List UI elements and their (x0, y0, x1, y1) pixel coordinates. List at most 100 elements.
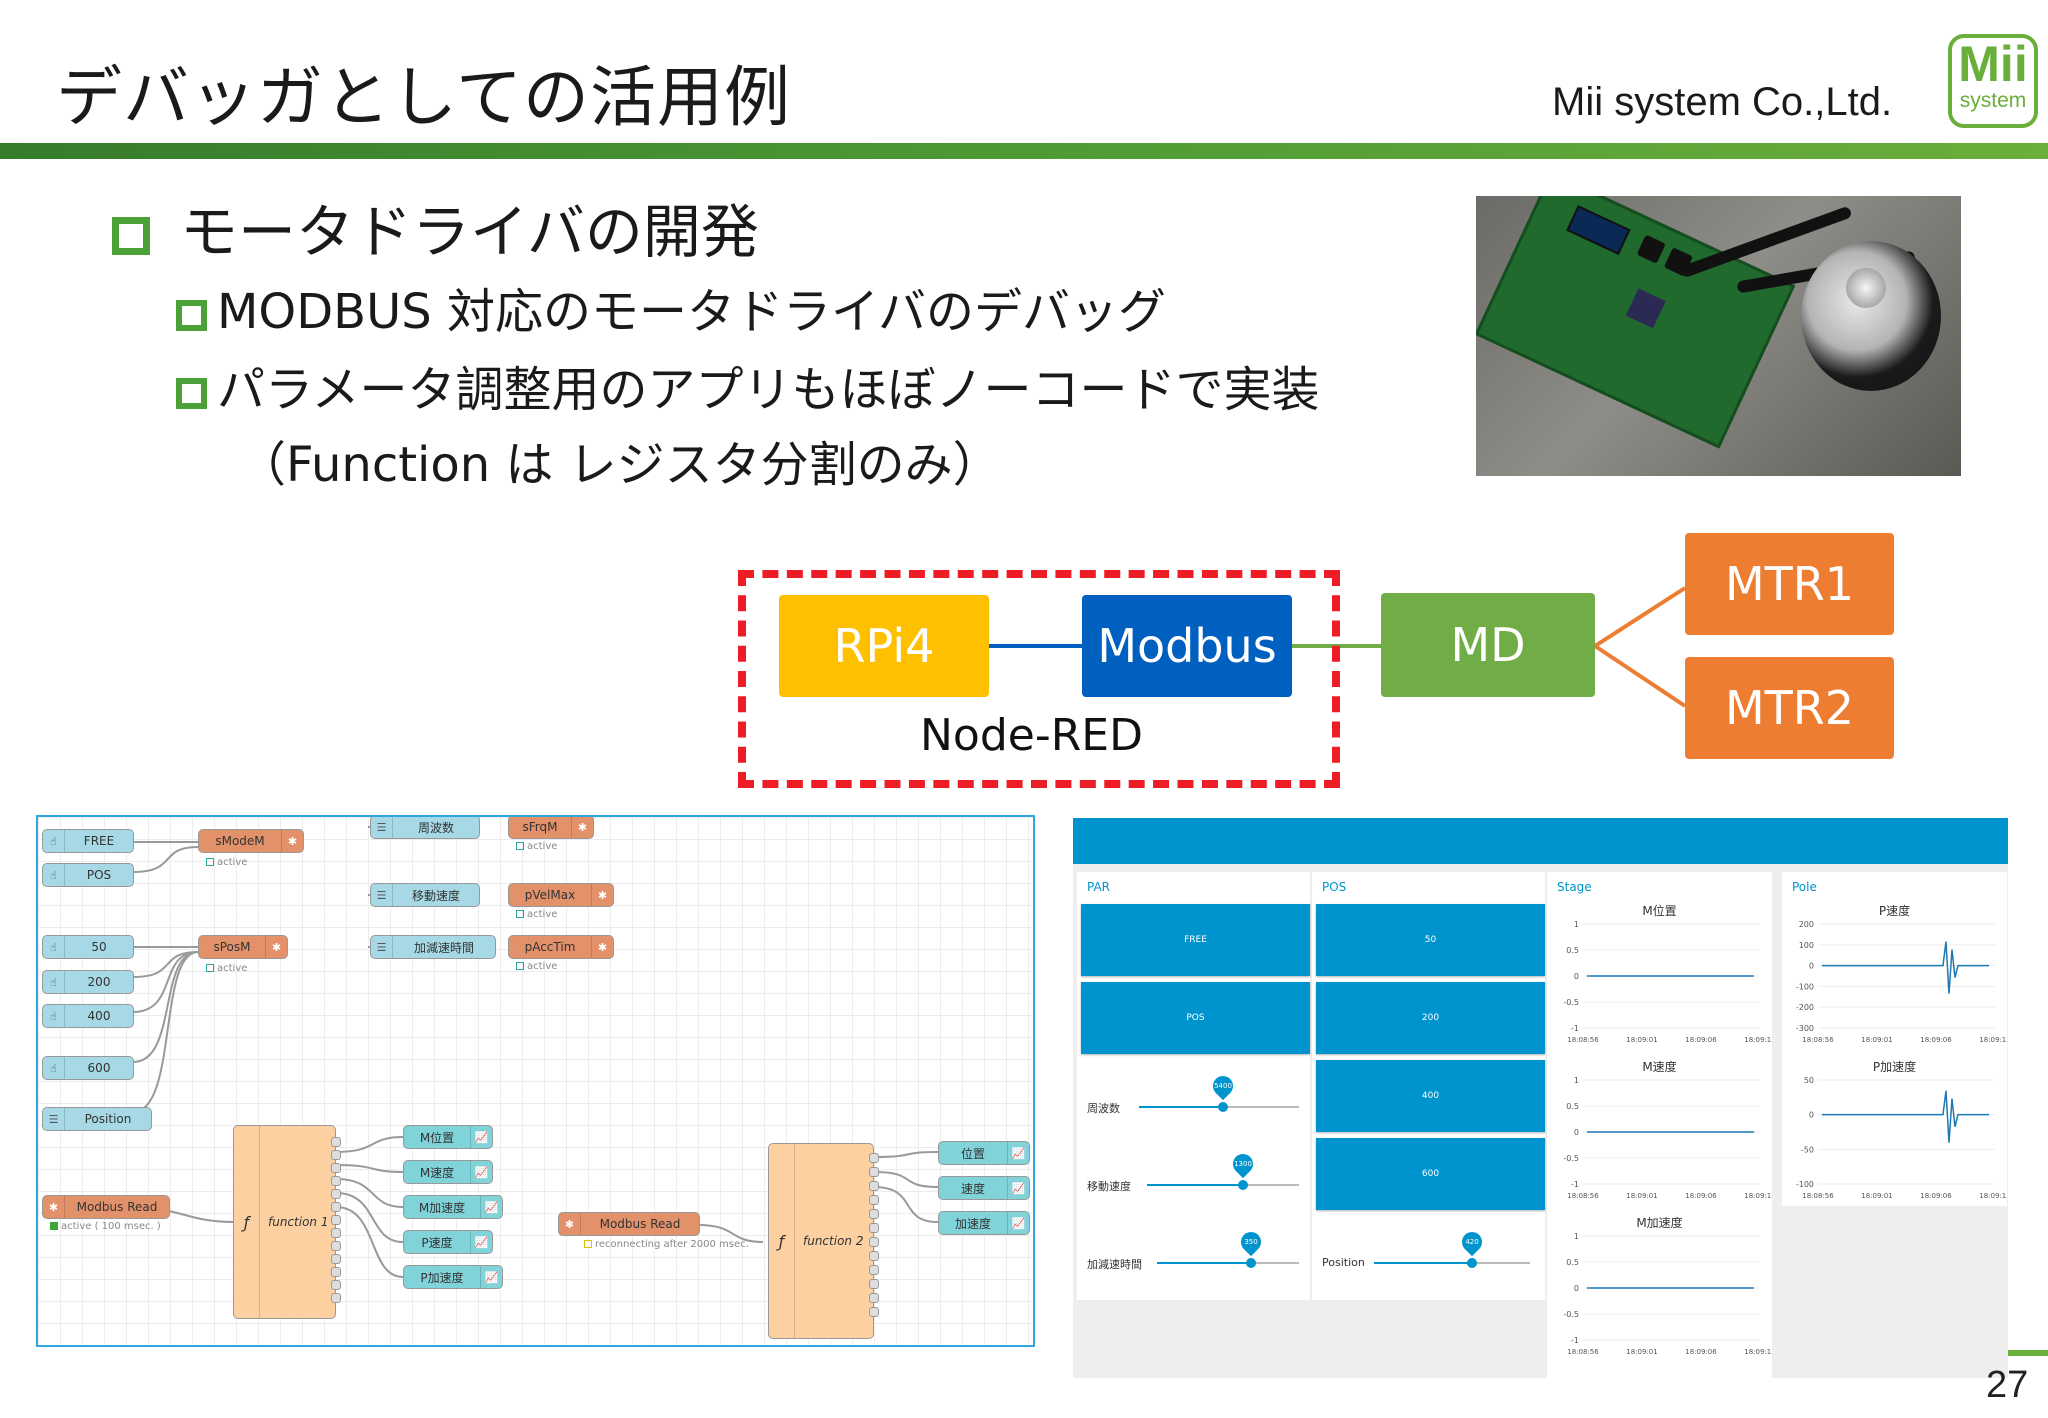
dashboard-body: PAR FREE POS 周波数 5400 移動速度 1300 加減速時間 35… (1073, 864, 2008, 1378)
x-tick-label: 18:09:01 (1626, 1192, 1657, 1200)
chart-node-acc[interactable]: 加速度📈 (938, 1211, 1030, 1235)
dash-button-free[interactable]: FREE (1081, 904, 1310, 976)
inject-node-50[interactable]: ☝50 (42, 935, 134, 959)
chart-node-pvel[interactable]: P速度📈 (403, 1230, 493, 1254)
modbus-read-node-1[interactable]: ✱Modbus Read (42, 1195, 170, 1219)
slider-label-vel: 移動速度 (1087, 1180, 1131, 1193)
x-tick-label: 18:09:06 (1920, 1036, 1952, 1044)
slider-label-freq: 周波数 (1087, 1102, 1120, 1115)
chart-icon: 📈 (480, 1266, 502, 1288)
block-mtr1: MTR1 (1685, 533, 1894, 635)
bullet-sub2-text: パラメータ調整用のアプリもほぼノーコードで実装 (217, 362, 1320, 418)
slider-value-position: 420 (1457, 1227, 1487, 1257)
x-tick-label: 18:09:06 (1920, 1192, 1952, 1200)
x-tick-label: 18:09:01 (1626, 1348, 1657, 1356)
slider-node-acc[interactable]: ☰加減速時間 (370, 935, 496, 959)
node-red-flow-canvas[interactable]: ☝FREE ☝POS sModeM✱ active ☝50 ☝200 ☝400 … (36, 815, 1035, 1347)
slider-icon: ☰ (371, 936, 393, 958)
group-title-pole: Pole (1792, 880, 1817, 894)
inject-node-400[interactable]: ☝400 (42, 1004, 134, 1028)
chart-title: M位置 (1642, 904, 1677, 918)
logo-mark: Mii (1958, 36, 2028, 92)
group-title-stage: Stage (1557, 880, 1592, 894)
inject-icon: ☝ (43, 936, 65, 958)
bullet-sub1-text: MODBUS 対応のモータドライバのデバッグ (217, 284, 1166, 340)
chart-node-pos[interactable]: 位置📈 (938, 1141, 1030, 1165)
footer-accent (2008, 1350, 2048, 1356)
bullet-square-icon (176, 299, 207, 331)
chart-title: P速度 (1878, 904, 1911, 918)
chart-node-mpos[interactable]: M位置📈 (403, 1125, 493, 1149)
slider-icon: ☰ (371, 817, 393, 838)
dash-button-200[interactable]: 200 (1316, 982, 1545, 1054)
node-red-label: Node-RED (920, 710, 1143, 761)
x-tick-label: 18:09:12 (1744, 1192, 1772, 1200)
bullet-main-text: モータドライバの開発 (180, 198, 759, 266)
slider-node-position[interactable]: ☰Position (42, 1107, 152, 1131)
chart-icon: 📈 (1007, 1142, 1029, 1164)
modbus-write-node-sfrqm[interactable]: sFrqM✱ (508, 817, 594, 839)
modbus-write-node-pvelmax[interactable]: pVelMax✱ (508, 883, 614, 907)
y-tick-label: 0.5 (1566, 1102, 1579, 1111)
dash-button-50[interactable]: 50 (1316, 904, 1545, 976)
x-tick-label: 18:09:01 (1861, 1036, 1892, 1044)
slider-label-acc: 加減速時間 (1087, 1258, 1142, 1271)
chart-node-mvel[interactable]: M速度📈 (403, 1160, 493, 1184)
chart-node-macc[interactable]: M加速度📈 (403, 1195, 503, 1219)
slider-knob-vel[interactable] (1238, 1180, 1248, 1190)
group-par: PAR FREE POS 周波数 5400 移動速度 1300 加減速時間 35… (1077, 872, 1310, 1300)
modbus-write-node-pacctim[interactable]: pAccTim✱ (508, 935, 614, 959)
x-tick-label: 18:09:06 (1685, 1036, 1717, 1044)
slider-node-vel[interactable]: ☰移動速度 (370, 883, 480, 907)
node-status: active (516, 841, 557, 852)
y-tick-label: 0.5 (1566, 1258, 1579, 1267)
chart-node-pacc[interactable]: P加速度📈 (403, 1265, 503, 1289)
block-md: MD (1381, 593, 1595, 697)
y-tick-label: 1 (1574, 920, 1579, 929)
y-tick-label: -0.5 (1563, 1310, 1579, 1319)
y-tick-label: -1 (1571, 1336, 1579, 1345)
y-tick-label: 200 (1799, 920, 1814, 929)
block-mtr2: MTR2 (1685, 657, 1894, 759)
function-node-2[interactable]: ƒ function 2 (768, 1143, 874, 1339)
slider-knob-position[interactable] (1467, 1258, 1477, 1268)
y-tick-label: -100 (1796, 1180, 1814, 1189)
chart-title: M速度 (1642, 1060, 1677, 1074)
inject-node-200[interactable]: ☝200 (42, 970, 134, 994)
dash-button-pos[interactable]: POS (1081, 982, 1310, 1054)
dashboard-header-bar (1073, 818, 2008, 864)
header-divider (0, 143, 2048, 159)
y-tick-label: 50 (1804, 1076, 1814, 1085)
inject-node-600[interactable]: ☝600 (42, 1056, 134, 1080)
x-tick-label: 18:09:01 (1626, 1036, 1657, 1044)
modbus-write-node-smodem[interactable]: sModeM✱ (198, 829, 304, 853)
function-node-1[interactable]: ƒ function 1 (233, 1125, 336, 1319)
dash-button-600[interactable]: 600 (1316, 1138, 1545, 1210)
chart-node-vel[interactable]: 速度📈 (938, 1176, 1030, 1200)
modbus-write-node-sposm[interactable]: sPosM✱ (198, 935, 288, 959)
slider-knob-acc[interactable] (1246, 1258, 1256, 1268)
slider-knob-freq[interactable] (1218, 1102, 1228, 1112)
connector-md-mtr (1595, 586, 1687, 708)
modbus-icon: ✱ (265, 936, 287, 958)
node-status: active (206, 963, 247, 974)
modbus-read-node-2[interactable]: ✱Modbus Read (558, 1212, 700, 1236)
node-red-group-border (738, 570, 1340, 788)
inject-node-pos[interactable]: ☝POS (42, 863, 134, 887)
slider-value-freq: 5400 (1208, 1071, 1238, 1101)
modbus-icon: ✱ (591, 936, 613, 958)
x-tick-label: 18:08:56 (1802, 1192, 1834, 1200)
dash-button-400[interactable]: 400 (1316, 1060, 1545, 1132)
y-tick-label: 1 (1574, 1232, 1579, 1241)
slider-node-freq[interactable]: ☰周波数 (370, 817, 480, 839)
page-number: 27 (1986, 1364, 2029, 1406)
y-tick-label: -50 (1801, 1145, 1814, 1154)
company-name: Mii system Co.,Ltd. (1552, 80, 1893, 124)
block-rpi4: RPi4 (779, 595, 989, 697)
chart-title: P加速度 (1872, 1060, 1917, 1074)
x-tick-label: 18:09:06 (1685, 1348, 1717, 1356)
inject-node-free[interactable]: ☝FREE (42, 829, 134, 853)
